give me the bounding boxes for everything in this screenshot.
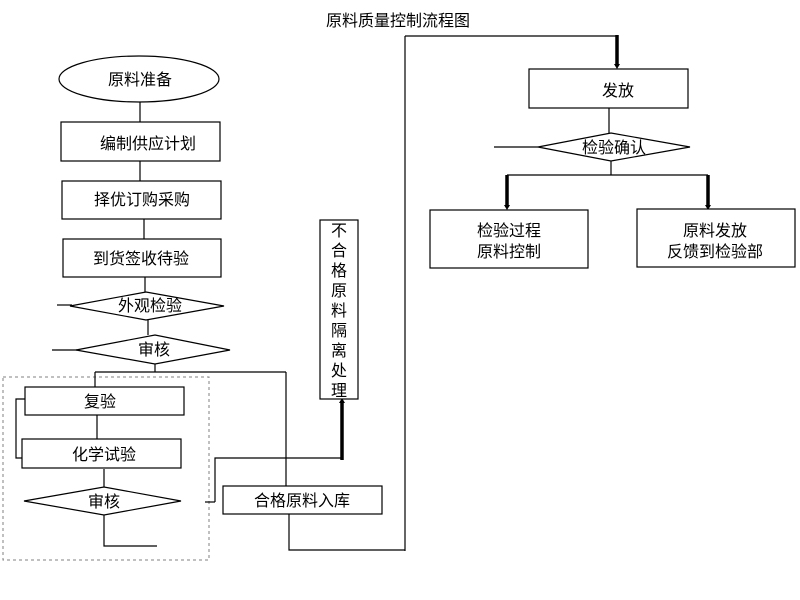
reject-char: 格 <box>331 261 347 280</box>
node-recheck <box>24 386 185 416</box>
arrowhead-feedback <box>705 205 711 210</box>
label-start: 原料准备 <box>108 70 172 89</box>
node-purchase <box>61 180 222 220</box>
node-receive <box>62 238 222 278</box>
label-feedback-1: 原料发放 <box>683 221 747 240</box>
label-review2: 审核 <box>88 492 120 511</box>
loop-bracket <box>15 398 25 459</box>
thick-arrows <box>340 35 710 460</box>
label-release: 发放 <box>602 81 634 100</box>
connector-review2-out <box>103 515 157 547</box>
label-confirm: 检验确认 <box>582 138 646 157</box>
label-process-control-2: 原料控制 <box>477 242 541 261</box>
reject-char: 离 <box>331 341 347 360</box>
node-chem-test <box>21 438 182 469</box>
label-chem-test: 化学试验 <box>72 445 136 464</box>
node-confirm <box>537 132 691 162</box>
node-feedback <box>636 208 796 268</box>
reject-char: 理 <box>331 381 347 400</box>
reject-char: 处 <box>331 361 347 380</box>
node-process-control <box>429 209 589 269</box>
connector-store-reject <box>214 457 342 502</box>
reject-char: 料 <box>331 301 347 320</box>
diagram-title: 原料质量控制流程图 <box>326 11 470 30</box>
label-review1: 审核 <box>138 340 170 359</box>
arrowhead-release <box>614 64 620 69</box>
node-visual-check <box>69 291 225 321</box>
label-reject: 不 合 格 原 料 隔 离 处 理 <box>331 221 347 400</box>
connector-store-out <box>288 514 405 551</box>
connectors <box>15 35 708 551</box>
node-store <box>222 485 383 515</box>
node-review1 <box>75 334 231 365</box>
label-process-control-1: 检验过程 <box>477 221 541 240</box>
arrowhead-reject <box>339 398 345 403</box>
node-plan <box>60 121 221 162</box>
node-reject <box>319 219 359 400</box>
label-receive: 到货签收待验 <box>93 249 189 268</box>
label-store: 合格原料入库 <box>254 491 350 510</box>
label-feedback-2: 反馈到检验部 <box>667 242 763 261</box>
reject-char: 原 <box>331 281 347 300</box>
recheck-group-box <box>2 376 210 561</box>
node-release <box>528 68 689 109</box>
label-recheck: 复验 <box>84 392 116 411</box>
reject-char: 隔 <box>331 321 347 340</box>
label-purchase: 择优订购采购 <box>94 190 190 209</box>
node-review2 <box>23 486 182 516</box>
reject-char: 合 <box>331 241 347 260</box>
node-start <box>58 55 220 103</box>
reject-char: 不 <box>331 221 347 240</box>
label-plan: 编制供应计划 <box>100 134 196 153</box>
label-visual-check: 外观检验 <box>118 296 182 315</box>
arrowhead-process <box>504 205 510 210</box>
